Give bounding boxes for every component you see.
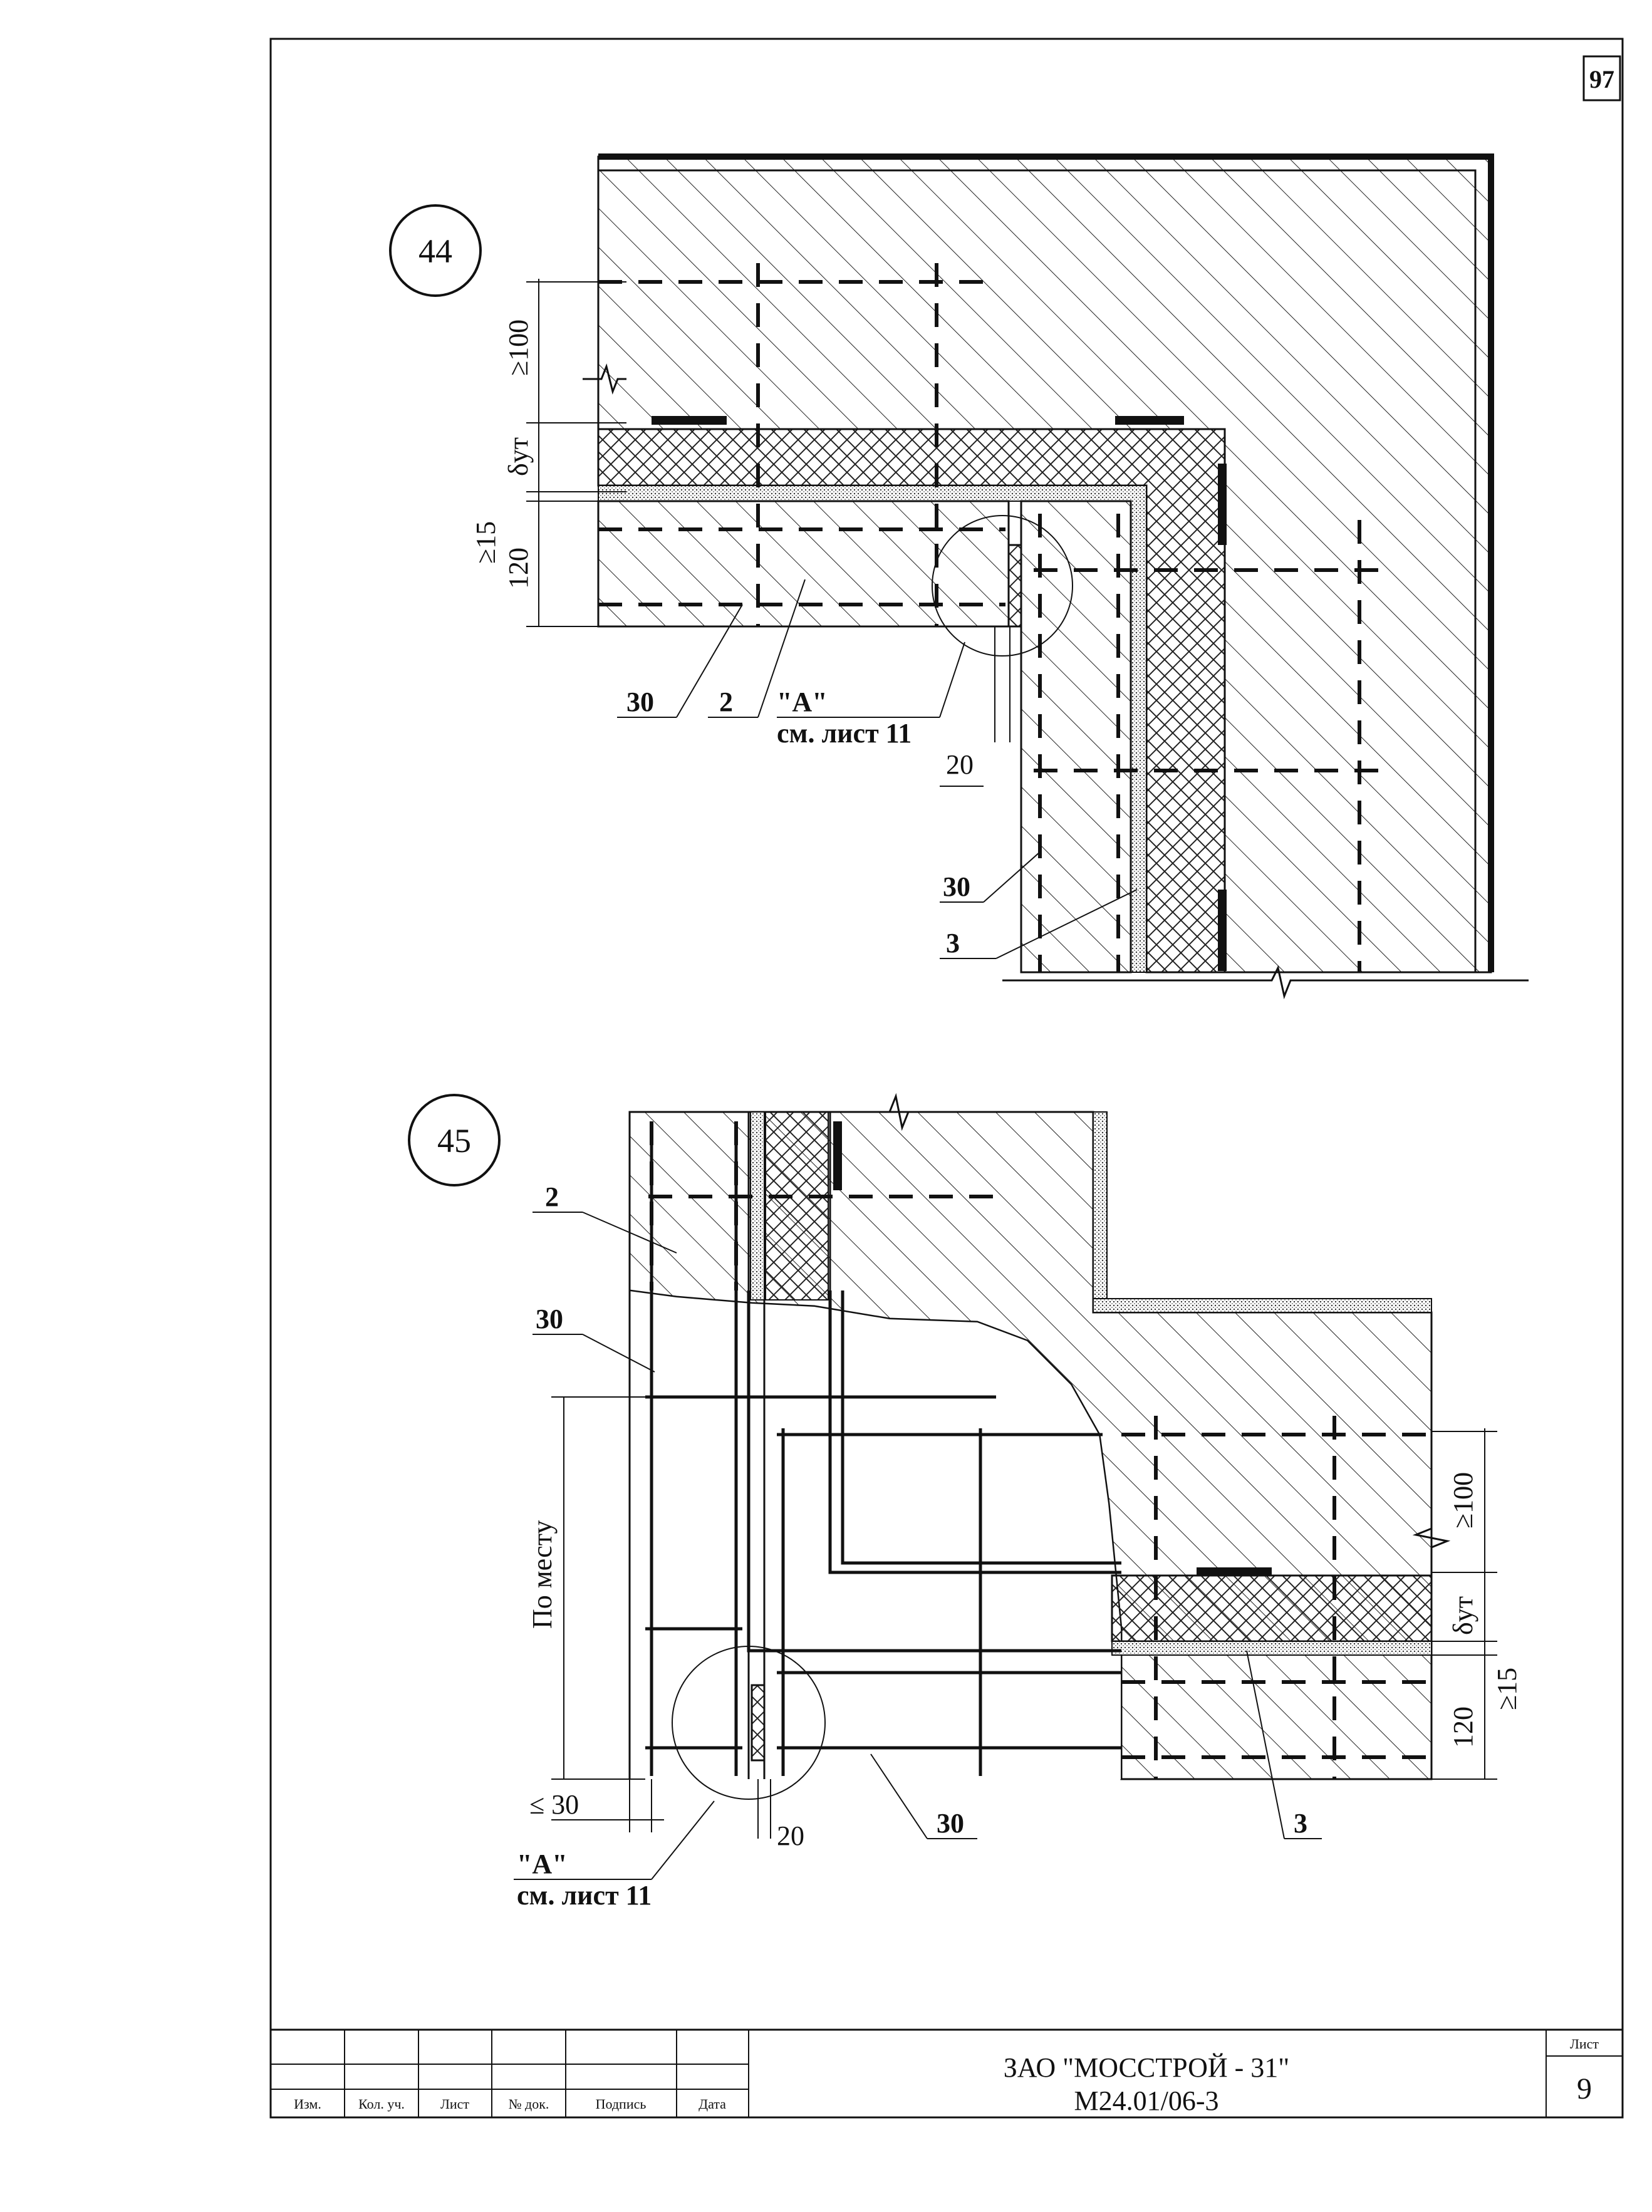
cutout-area-45 xyxy=(630,1290,1121,1779)
reinforcement-44 xyxy=(598,263,1378,972)
plaster-outer-44 xyxy=(598,153,1494,972)
tb-col-date: Дата xyxy=(699,2096,726,2112)
callout-3-45: 3 xyxy=(1294,1808,1307,1839)
break-line-45r xyxy=(1412,1522,1451,1549)
tb-doc-code: М24.01/06-3 xyxy=(1074,2085,1219,2116)
leaders-45 xyxy=(514,1212,1322,1880)
page-number-box xyxy=(1582,55,1621,101)
break-line-44b xyxy=(1002,965,1529,1000)
tb-col-doc: № док. xyxy=(509,2096,549,2112)
detail-44-number: 44 xyxy=(418,232,452,270)
callout-refSheet-45: см. лист 11 xyxy=(517,1880,652,1911)
mortar-vertical-45 xyxy=(750,1111,765,1301)
detail-44-marker xyxy=(389,204,482,297)
detail-44: 44 xyxy=(389,153,1529,1000)
dimension-chain-44 xyxy=(526,279,1010,742)
dim-min15-45: ≥15 xyxy=(1492,1668,1522,1710)
page-number-corner: 97 xyxy=(1589,65,1614,93)
break-line-44 xyxy=(583,363,626,395)
leaders-44 xyxy=(617,579,1138,959)
callout-30a-45: 30 xyxy=(536,1304,563,1334)
tb-sheet-number: 9 xyxy=(1577,2072,1592,2106)
dim-20-45: 20 xyxy=(777,1820,804,1851)
dim-120-45: 120 xyxy=(1448,1706,1478,1748)
detail-45-marker xyxy=(408,1094,501,1186)
callout-30b-44: 30 xyxy=(943,871,970,902)
joint-insert-45 xyxy=(751,1684,766,1762)
detail-a-circle-45 xyxy=(672,1646,826,1800)
tie-plate-2 xyxy=(1115,416,1184,425)
detail-a-circle-44 xyxy=(932,515,1073,657)
inner-panel-horizontal-44 xyxy=(597,500,1010,628)
detail-45-number: 45 xyxy=(437,1122,471,1160)
break-line-45 xyxy=(814,1093,1093,1131)
tb-col-sign: Подпись xyxy=(596,2096,647,2112)
dim-min15-44: ≥15 xyxy=(470,521,501,564)
dim-120-44: 120 xyxy=(503,548,534,589)
plaster-inner-44 xyxy=(598,169,1477,972)
tb-sheet-label: Лист xyxy=(1570,2036,1599,2052)
reinforcement-dashed-45 xyxy=(648,1121,1431,1779)
dim-20-44: 20 xyxy=(946,749,974,780)
joint-insert-44 xyxy=(1007,544,1022,628)
callout-30b-45: 30 xyxy=(937,1808,964,1839)
dim-delta-44: δут xyxy=(503,437,534,476)
callout-refA-44: "A" xyxy=(777,687,828,717)
callout-2-44: 2 xyxy=(719,687,733,717)
tb-col-kol: Кол. уч. xyxy=(358,2096,405,2112)
tb-company: ЗАО "МОССТРОЙ - 31" xyxy=(1004,2052,1290,2083)
callout-2-45: 2 xyxy=(545,1181,559,1212)
tie-plate-1 xyxy=(652,416,727,425)
mortar-horizontal-45 xyxy=(1111,1641,1432,1656)
callout-refA-45: "A" xyxy=(517,1849,568,1879)
dim-po-mestu-45: По месту xyxy=(527,1520,558,1629)
mortar-step-45 xyxy=(1093,1111,1108,1313)
plate-45v xyxy=(833,1121,842,1190)
dim-max30-45: ≤ 30 xyxy=(529,1789,579,1820)
dim-delta-45: δут xyxy=(1448,1596,1478,1635)
tb-col-list: Лист xyxy=(440,2096,469,2112)
dim-min100-45: ≥100 xyxy=(1448,1472,1478,1529)
tie-plate-4 xyxy=(1218,890,1227,971)
tb-col-izm: Изм. xyxy=(294,2096,321,2112)
callout-30a-44: 30 xyxy=(626,687,654,717)
callout-3-44: 3 xyxy=(946,928,960,958)
reinforcement-solid-45 xyxy=(645,1121,1121,1776)
insulation-vertical-45 xyxy=(765,1111,829,1301)
insulation-horizontal-45 xyxy=(1111,1574,1433,1643)
plate-45 xyxy=(1197,1567,1272,1576)
tie-plate-3 xyxy=(1218,464,1227,545)
dim-min100-44: ≥100 xyxy=(503,319,534,376)
dimension-chain-45 xyxy=(551,1396,1497,1839)
detail-45: 45 xyxy=(408,1093,1522,1911)
tear-line-45 xyxy=(629,1290,1122,1779)
title-block-frame xyxy=(269,2028,1624,2119)
title-block: Изм. Кол. уч. Лист № док. Подпись Дата З… xyxy=(269,2028,1624,2119)
mortar-step-h-45 xyxy=(1093,1298,1432,1313)
callout-refSheet-44: см. лист 11 xyxy=(777,718,912,749)
